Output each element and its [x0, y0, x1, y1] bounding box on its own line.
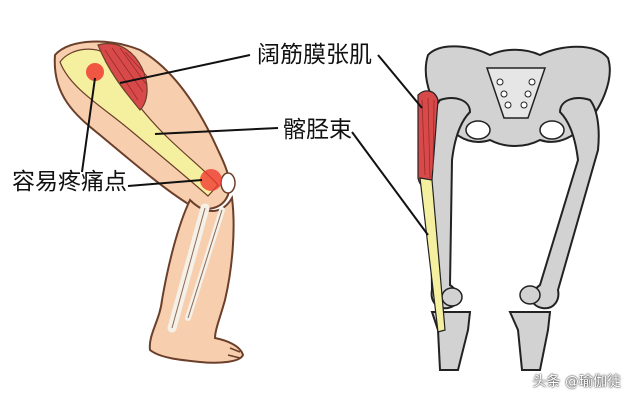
skeleton-figure [417, 45, 611, 371]
leader-tfl-left [119, 54, 251, 84]
bent-leg-figure [53, 40, 245, 364]
pain-point-knee [200, 169, 222, 191]
sacral-foramina [496, 78, 536, 109]
patella [220, 172, 236, 194]
it-band-front [419, 177, 446, 333]
patella-left [441, 287, 463, 307]
leader-itb-left [154, 127, 279, 135]
label-pain-point: 容易疼痛点 [12, 169, 127, 195]
obturator-right [539, 120, 565, 140]
pain-point-hip [86, 63, 104, 81]
label-iliotibial-band: 髂胫束 [283, 117, 352, 143]
leader-tfl-right [377, 54, 423, 109]
leader-itb-right [351, 131, 429, 236]
leader-pain-knee [127, 179, 203, 187]
leader-lines [81, 54, 429, 236]
tfl-front-fibers [421, 97, 435, 179]
leader-pain-hip [81, 77, 96, 173]
label-tensor-fasciae-latae: 阔筋膜张肌 [257, 42, 372, 68]
tibia-right [508, 311, 552, 371]
toe-lines [227, 347, 241, 359]
tfl-fibers [104, 47, 148, 101]
patella-right [519, 285, 541, 305]
obturator-left [465, 120, 491, 140]
tibia-outline [171, 207, 206, 329]
fibula-outline [187, 209, 223, 319]
watermark: 头条 @瑜伽徒 [532, 374, 621, 390]
